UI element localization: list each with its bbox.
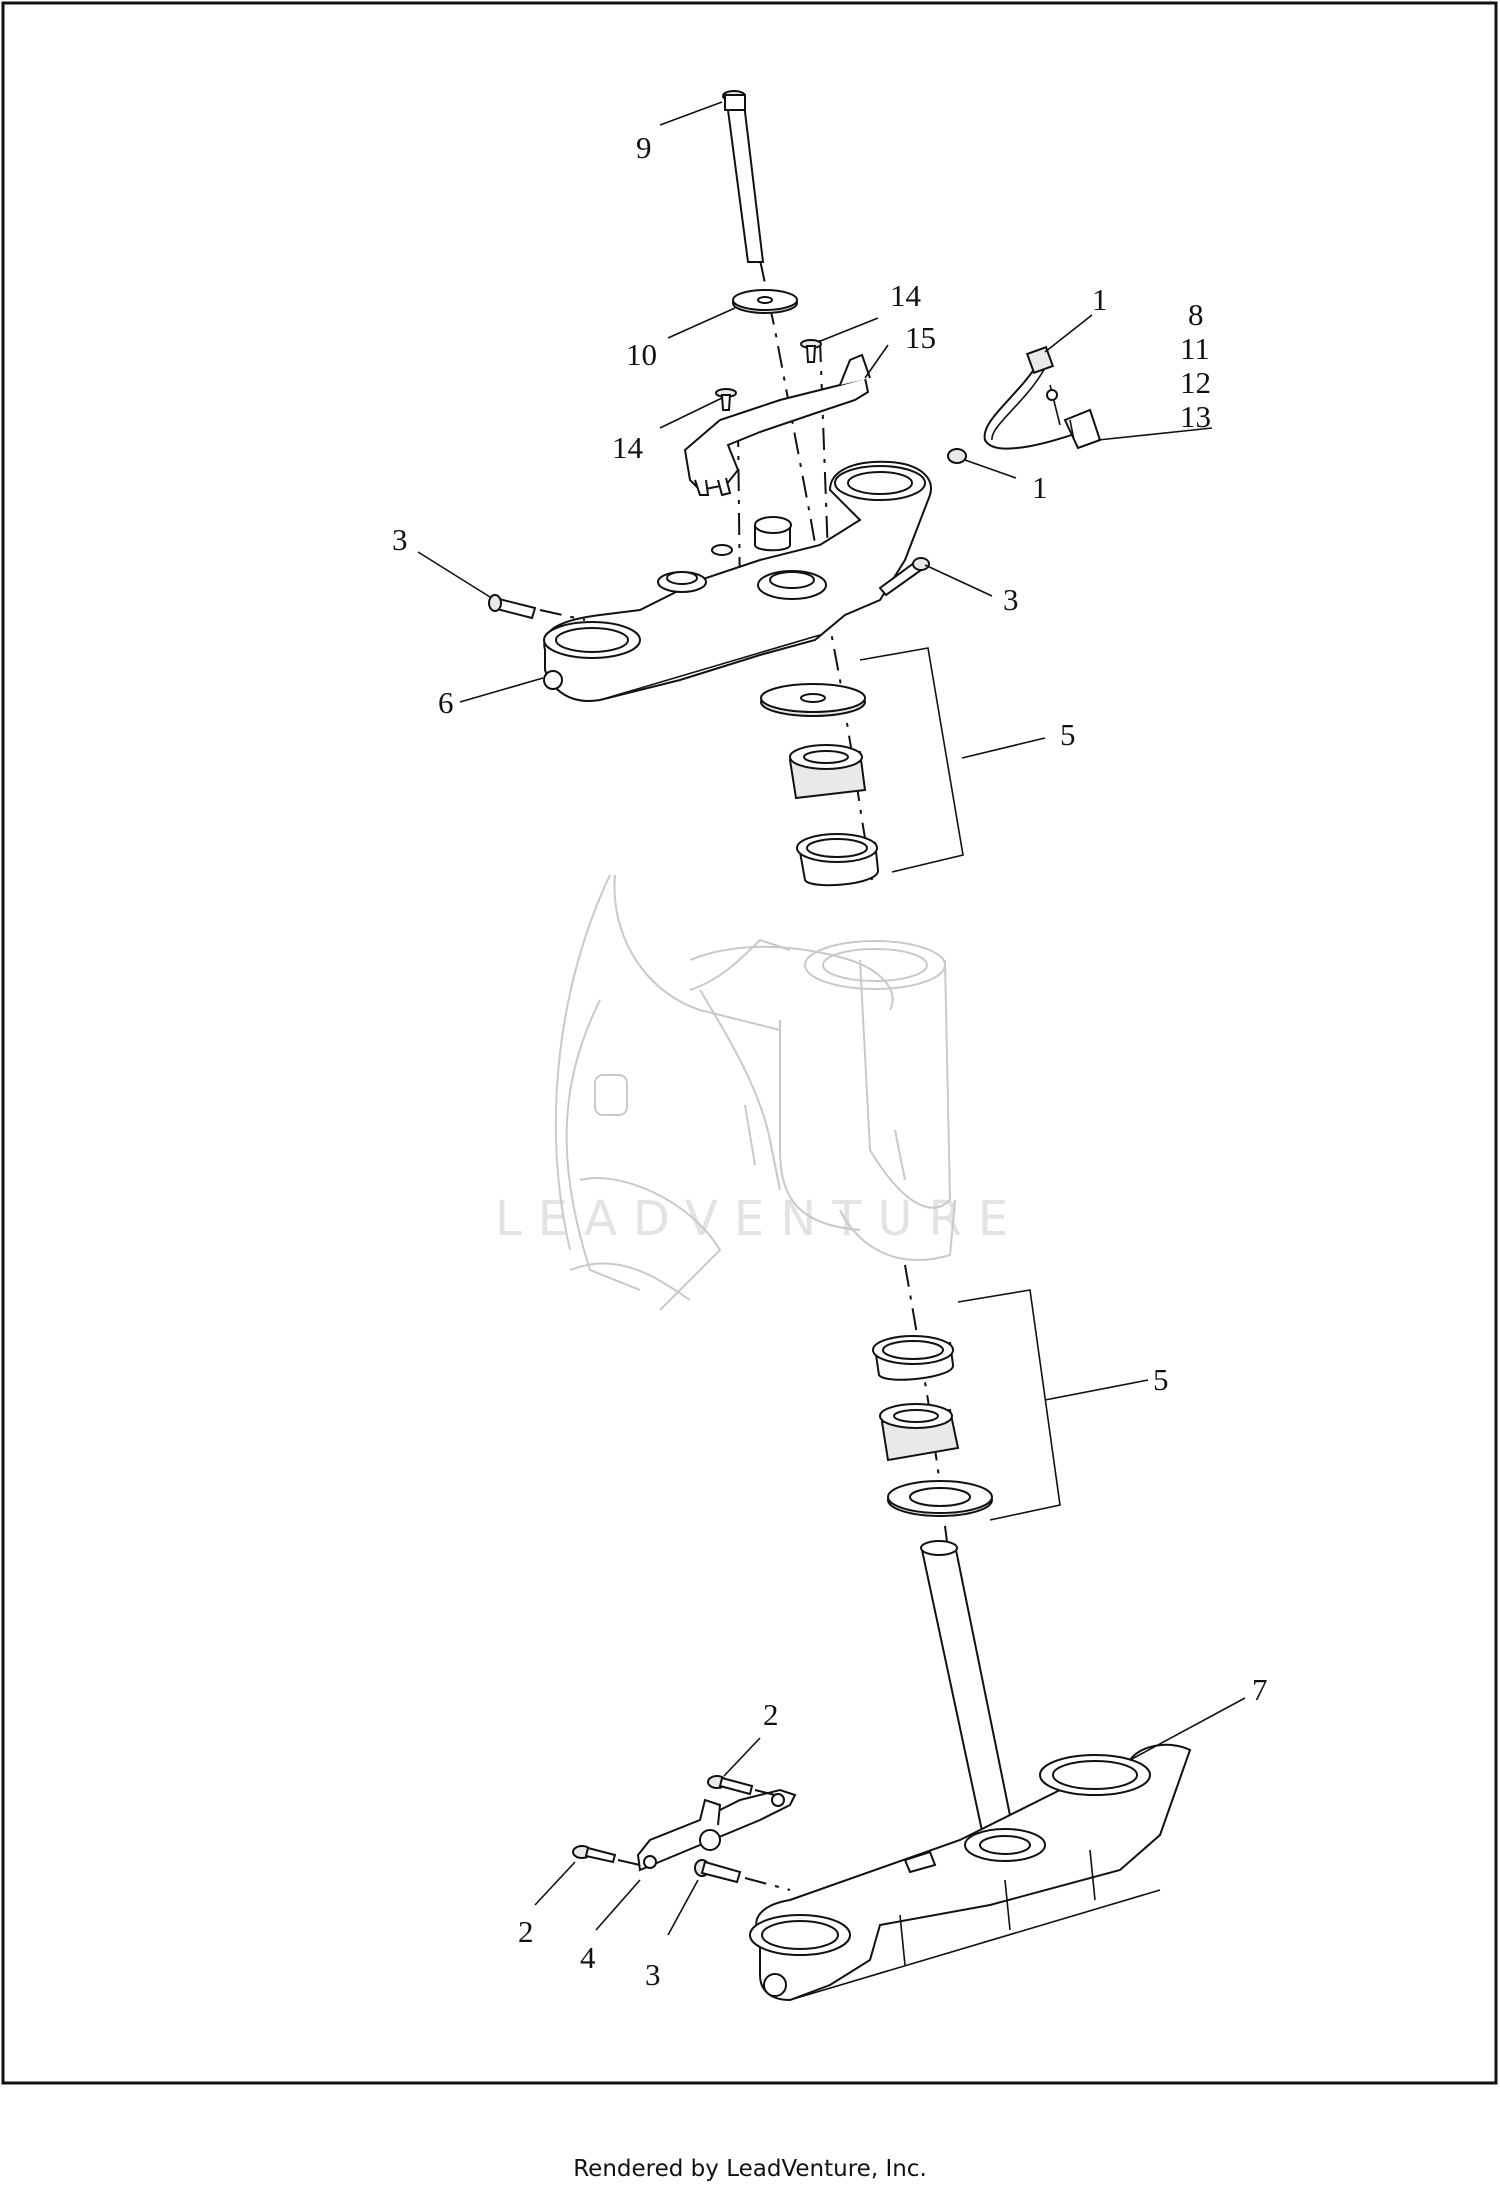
callout-1-right: 1 <box>1032 470 1048 505</box>
callout-14-left: 14 <box>612 430 644 465</box>
callout-3-left: 3 <box>392 522 408 557</box>
diagram-frame <box>1 1 1498 2085</box>
part-6-upper-triple-clamp <box>543 460 932 702</box>
part-3-pinch-bolt-lower <box>694 1859 742 1884</box>
watermark: LEADVENTURE <box>495 1191 1024 1247</box>
bracket-5-lower <box>957 1289 1061 1521</box>
bracket-5-upper <box>859 647 964 873</box>
callout-12: 12 <box>1180 365 1211 400</box>
part-9-stem-bolt <box>722 90 765 263</box>
callout-14-top: 14 <box>890 278 922 313</box>
part-10-washer <box>732 289 798 314</box>
axis-bolt-3-lower <box>744 1877 791 1891</box>
part-2-screw-upper <box>707 1775 754 1796</box>
part-15-bracket <box>683 353 871 497</box>
callout-11: 11 <box>1180 331 1210 366</box>
part-7-lower-triple-clamp <box>749 1540 1192 2002</box>
callout-15: 15 <box>905 320 936 355</box>
callout-3-right: 3 <box>1003 582 1019 617</box>
callout-2-upper: 2 <box>763 1697 779 1732</box>
callout-9: 9 <box>636 130 652 165</box>
axis-stud-14b <box>819 339 829 556</box>
part-4-lock-bracket <box>636 1788 797 1872</box>
axis-bolt-3-left <box>539 609 586 621</box>
axis-screw-2-lower <box>617 1859 641 1866</box>
callout-4: 4 <box>580 1940 596 1975</box>
part-5-upper-bearing-set <box>760 683 879 887</box>
callout-3-lower: 3 <box>645 1957 661 1992</box>
footer-credit: Rendered by LeadVenture, Inc. <box>573 2156 927 2182</box>
part-3-pinch-bolt-right <box>878 557 930 597</box>
part-2-screw-lower <box>572 1845 617 1864</box>
callout-labels: 9 10 14 14 15 1 1 8 11 12 13 3 3 6 5 5 7… <box>392 130 1268 1992</box>
part-1-harness-assembly <box>983 345 1102 450</box>
assembly-axis-upper <box>759 259 873 881</box>
callout-5-lower: 5 <box>1153 1362 1169 1397</box>
callout-10: 10 <box>626 337 657 372</box>
callout-8: 8 <box>1188 297 1204 332</box>
callout-6: 6 <box>438 685 454 720</box>
part-14-screw-left <box>715 388 737 411</box>
part-14-screw-right <box>800 339 822 363</box>
part-5-lower-bearing-set <box>872 1335 993 1517</box>
part-3-pinch-bolt-left <box>488 594 537 620</box>
callout-5-upper: 5 <box>1060 717 1076 752</box>
part-1-screw-small <box>947 448 967 464</box>
callout-7: 7 <box>1252 1672 1268 1707</box>
frame-steering-head <box>554 874 956 1311</box>
axis-screw-2-upper <box>754 1789 776 1796</box>
callout-2-lower: 2 <box>518 1914 534 1949</box>
leader-lines <box>417 101 1246 1936</box>
callout-13: 13 <box>1180 399 1211 434</box>
callout-1-top: 1 <box>1092 282 1108 317</box>
